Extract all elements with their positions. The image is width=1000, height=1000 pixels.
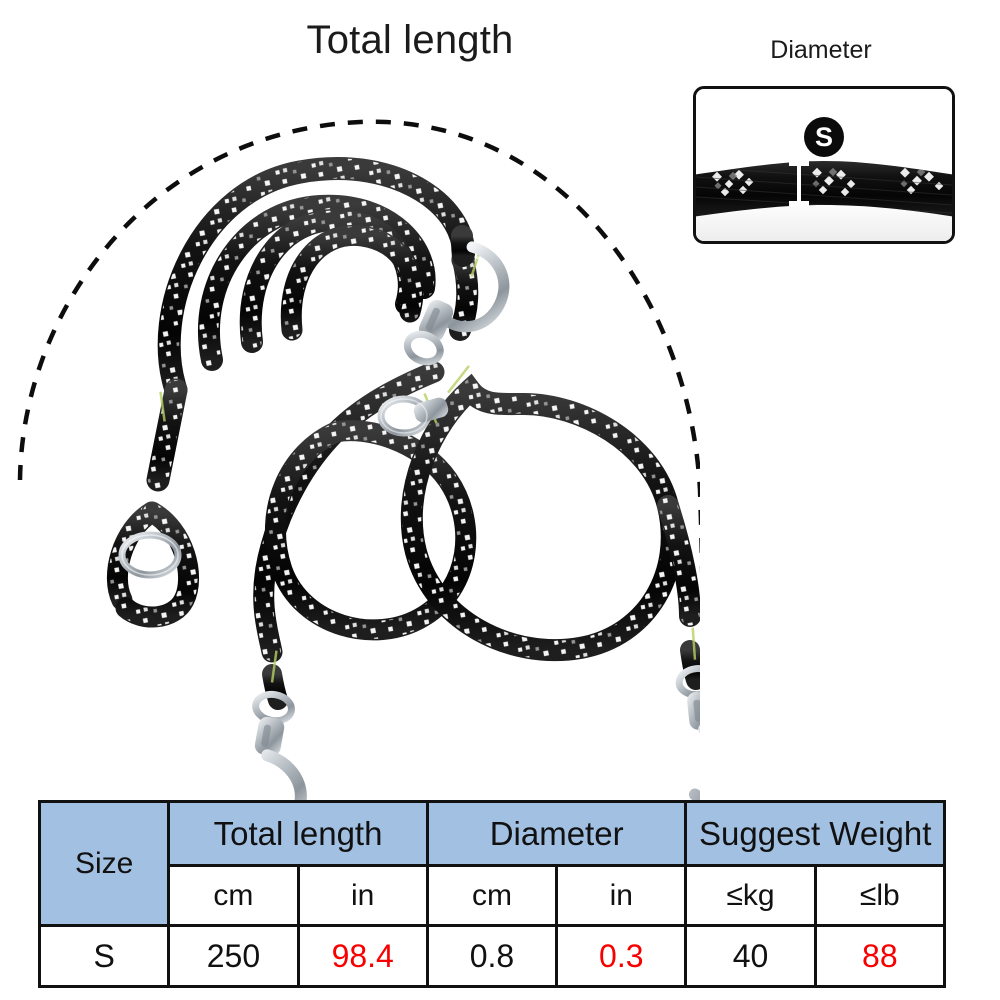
dashed-measure-arc <box>17 119 700 720</box>
header-size: Size <box>37 800 171 927</box>
unit-diameter-cm: cm <box>425 864 559 927</box>
snap-hook-top <box>403 241 510 366</box>
unit-length-cm: cm <box>167 864 300 927</box>
snap-hook-lower-right <box>675 665 700 800</box>
cell-length-cm: 250 <box>167 924 300 988</box>
table-row: S 250 98.4 0.8 0.3 40 88 <box>37 924 947 988</box>
cell-diameter-in: 0.3 <box>555 924 688 988</box>
unit-diameter-in: in <box>555 864 688 927</box>
header-suggest-weight: Suggest Weight <box>684 800 946 867</box>
diameter-inset-panel: S <box>693 86 955 244</box>
handle-d-ring <box>118 531 182 579</box>
diameter-caliper-icon <box>789 161 809 206</box>
page-title-diameter: Diameter <box>770 36 872 64</box>
unit-length-in: in <box>296 864 429 927</box>
cell-length-in: 98.4 <box>296 924 429 988</box>
cell-weight-lb: 88 <box>813 924 947 988</box>
size-chart-table: Size Total length Diameter Suggest Weigh… <box>37 800 947 988</box>
unit-weight-kg: ≤kg <box>684 864 817 927</box>
leash-illustration <box>17 119 700 800</box>
cell-size: S <box>37 924 171 988</box>
snap-hook-lower-left <box>234 690 307 800</box>
table-header-row-units: cm in cm in ≤kg ≤lb <box>40 864 947 927</box>
rope-body <box>106 157 700 710</box>
header-total-length: Total length <box>167 800 429 867</box>
size-badge: S <box>804 117 844 157</box>
cell-diameter-cm: 0.8 <box>425 924 559 988</box>
header-diameter: Diameter <box>425 800 688 867</box>
swivel-ring-center <box>377 395 449 437</box>
unit-weight-lb: ≤lb <box>813 864 947 927</box>
table-header-row-groups: Size Total length Diameter Suggest Weigh… <box>37 800 946 927</box>
page-title-total-length: Total length <box>306 18 514 62</box>
rope-closeup-photo <box>696 89 952 241</box>
cell-weight-kg: 40 <box>684 924 817 988</box>
